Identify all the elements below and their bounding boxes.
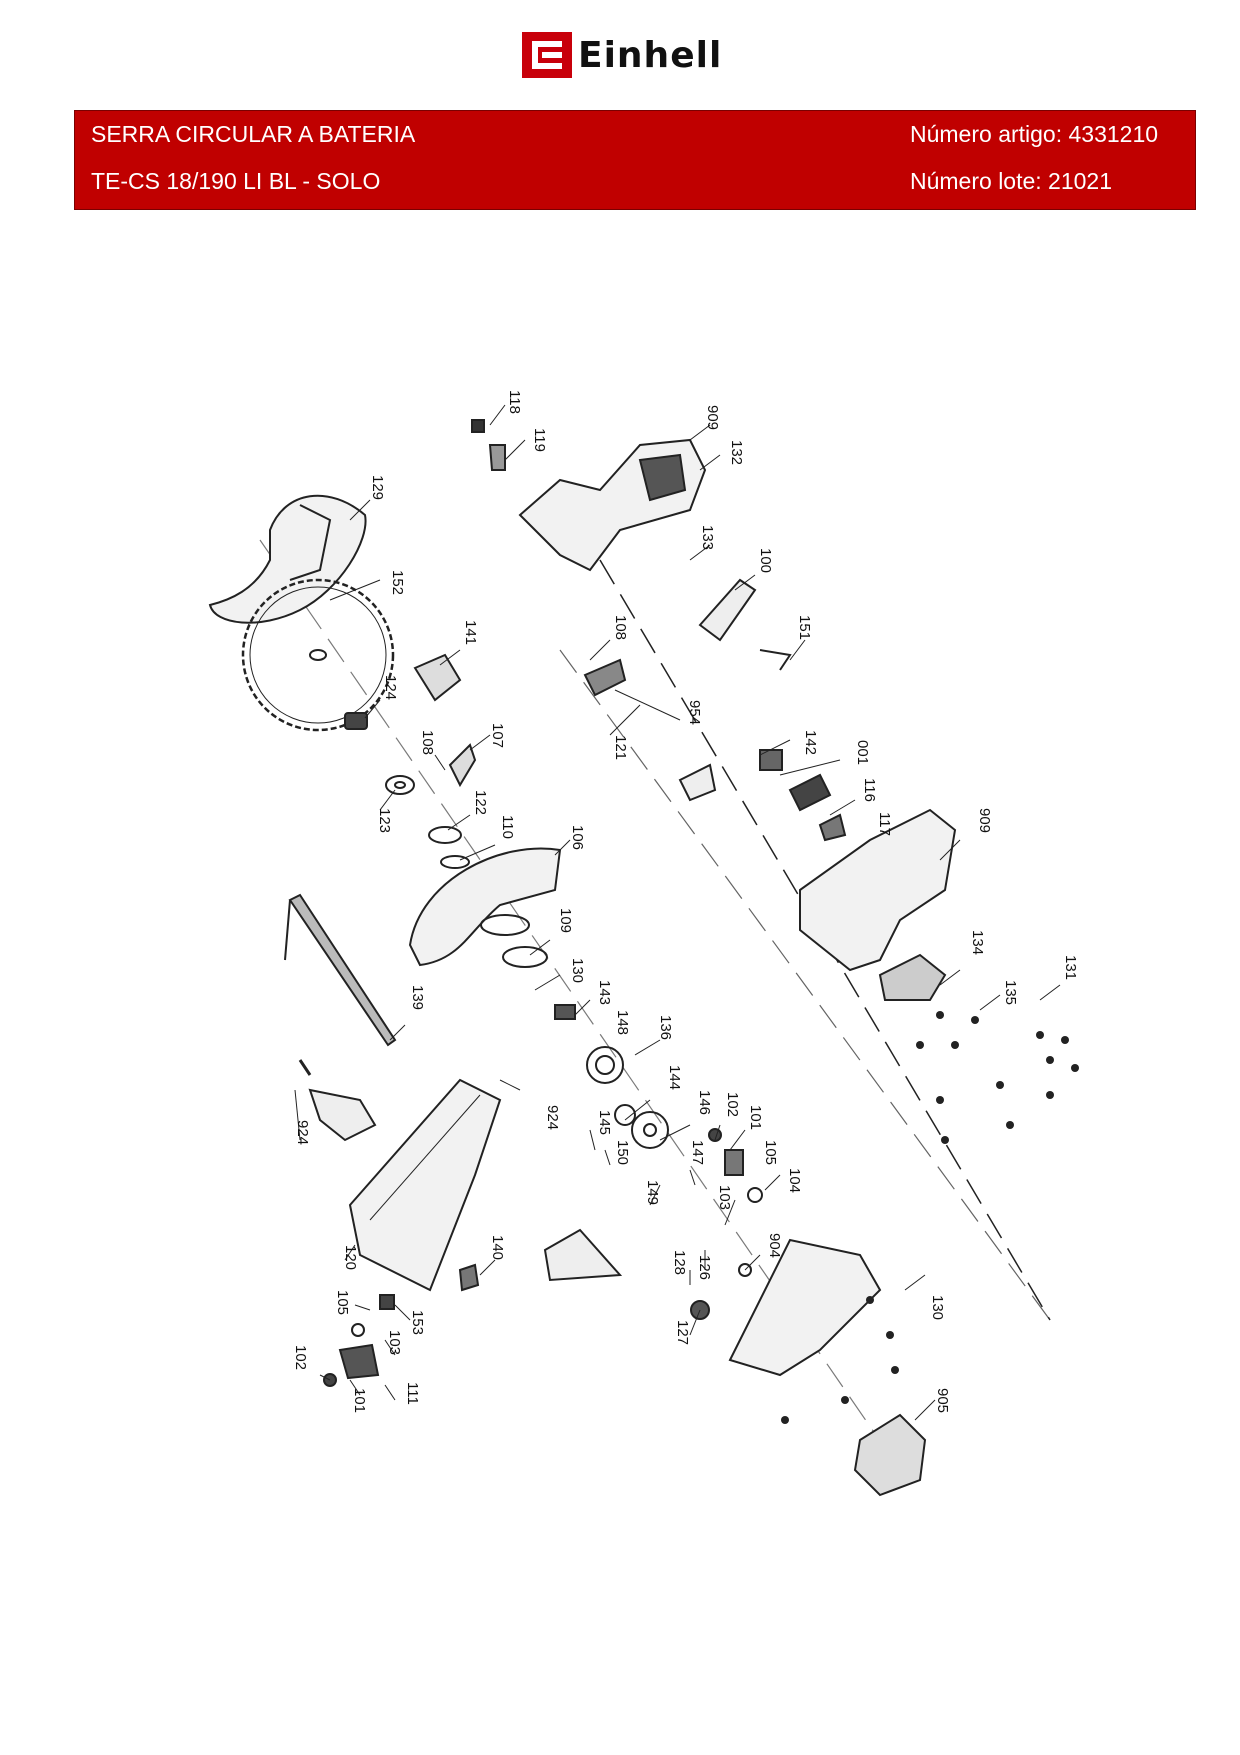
callout-120: 120 [342,1245,359,1271]
model-name: TE-CS 18/190 LI BL - SOLO [91,168,381,194]
callout-110: 110 [499,815,516,839]
callout-109: 109 [557,908,574,934]
callout-130: 130 [569,958,586,984]
logo-text: Einhell [578,34,723,76]
callout-924b: 924 [544,1105,561,1131]
saw-blade-part [241,578,395,732]
callout-106: 106 [569,825,586,851]
callout-119: 119 [531,428,548,452]
callout-151: 151 [796,615,813,641]
article-number: Número artigo: 4331210 [910,121,1159,147]
callout-133: 133 [699,525,716,551]
callout-909b: 909 [976,808,993,834]
header-banner: SERRA CIRCULAR A BATERIA TE-CS 18/190 LI… [74,110,1196,210]
lot-number: Número lote: 21021 [910,168,1113,194]
callout-107: 107 [489,723,506,749]
callout-131: 131 [1062,955,1079,981]
callout-118: 118 [506,390,523,414]
product-name: SERRA CIRCULAR A BATERIA [91,121,416,147]
callout-121: 121 [612,735,629,761]
callout-101b: 101 [351,1388,368,1414]
callout-001: 001 [854,740,871,766]
callout-145: 145 [596,1110,613,1136]
callout-111: 111 [404,1382,421,1405]
callout-123: 123 [376,808,393,834]
callout-122: 122 [472,790,489,816]
callout-129: 129 [369,475,386,501]
callout-132: 132 [728,440,745,466]
callout-143: 143 [596,980,613,1006]
callout-144: 144 [666,1065,683,1091]
callout-152: 152 [389,570,406,596]
callout-909: 909 [704,405,721,431]
callout-102b: 102 [292,1345,309,1371]
callout-105b: 105 [334,1290,351,1316]
upper-blade-guard-part [208,494,367,624]
callout-954: 954 [686,700,703,726]
callout-146: 146 [696,1090,713,1116]
callout-100: 100 [757,548,774,574]
callout-153: 153 [409,1310,426,1336]
callout-904: 904 [766,1233,783,1259]
callout-135: 135 [1002,980,1019,1006]
einhell-logo: Einhell [522,32,722,78]
callout-127: 127 [674,1320,691,1346]
callout-105: 105 [762,1140,779,1166]
callout-134: 134 [969,930,986,956]
callout-108: 108 [612,615,629,641]
callout-140: 140 [489,1235,506,1261]
callout-108b: 108 [419,730,436,756]
callout-150: 150 [614,1140,631,1166]
callout-924: 924 [294,1120,311,1146]
callout-130b: 130 [929,1295,946,1321]
callout-116: 116 [861,778,878,802]
callout-102: 102 [724,1092,741,1118]
callout-136: 136 [657,1015,674,1041]
callout-148: 148 [614,1010,631,1036]
motor-part [853,1413,927,1497]
callout-139: 139 [409,985,426,1011]
callout-149: 149 [644,1180,661,1206]
callout-124: 124 [382,675,399,701]
callout-147: 147 [689,1140,706,1166]
callout-117: 117 [876,812,893,836]
einhell-logo-mark-icon [522,32,572,78]
callout-103b: 103 [386,1330,403,1356]
parallel-guide-part [288,893,397,1047]
callout-905: 905 [934,1388,951,1414]
callout-103: 103 [716,1185,733,1211]
callout-126: 126 [696,1255,713,1281]
callout-141: 141 [462,620,479,646]
callout-101: 101 [747,1105,764,1131]
lower-blade-guard-part [408,847,562,967]
callout-128: 128 [671,1250,688,1276]
callout-104: 104 [786,1168,803,1194]
gear-housing-part [728,1238,882,1377]
base-plate-part [348,1078,502,1292]
callout-142: 142 [802,730,819,756]
